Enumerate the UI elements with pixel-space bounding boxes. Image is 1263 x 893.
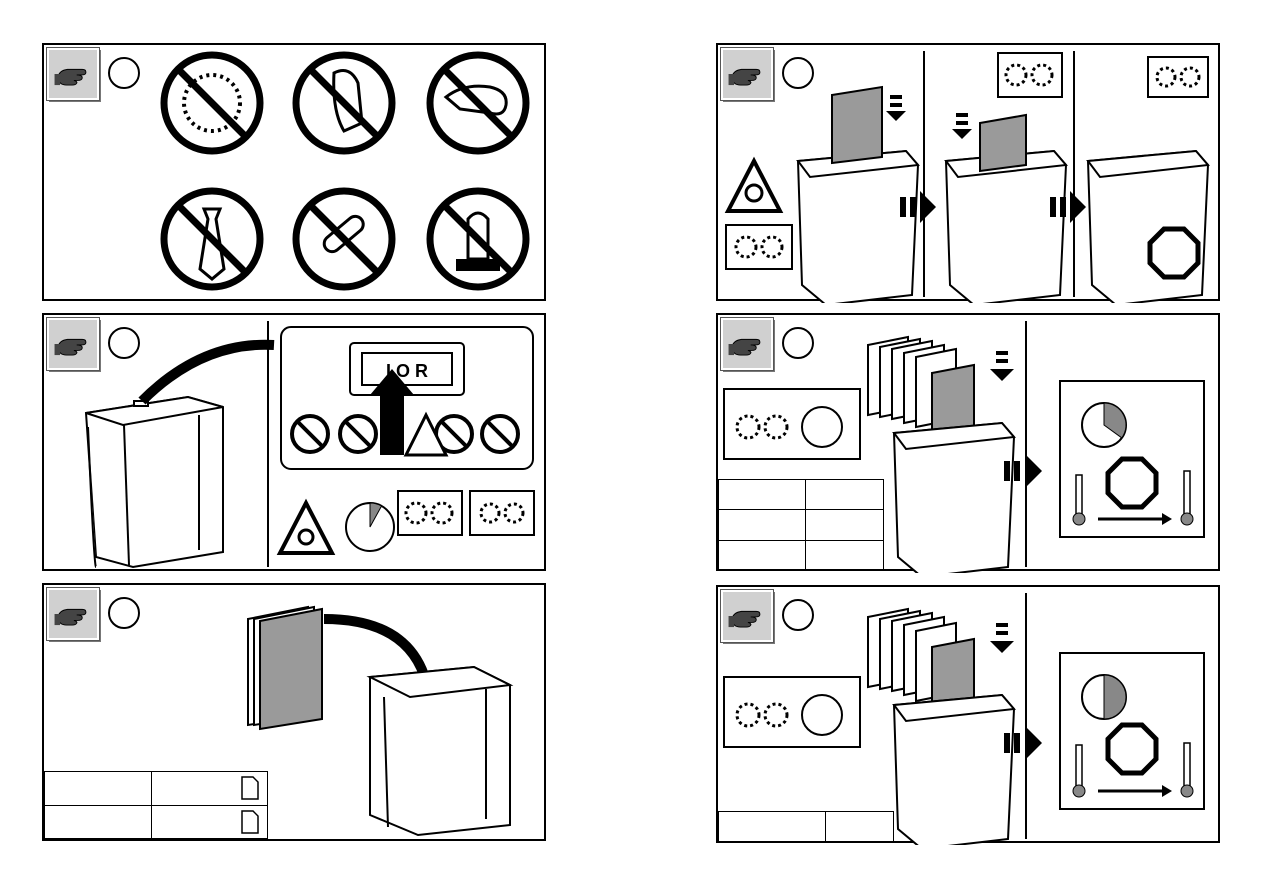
no-glove-icon [430,191,526,287]
shredder-illustration [86,397,223,567]
no-paperclip-icon [296,191,392,287]
panel-continuous-run [716,313,1220,571]
overload-illustration [718,587,1222,845]
no-jewelry-icon [164,55,260,151]
no-hand-icon [430,55,526,151]
stop-octagon-icon [1108,459,1156,507]
prohibition-signs [44,45,548,303]
no-long-hair-icon [296,55,392,151]
no-tie-icon [164,191,260,287]
stop-octagon-icon [1150,229,1198,277]
stop-octagon-icon [1108,725,1156,773]
shredder-illustration [370,667,510,835]
timer-icon [802,695,842,735]
overload-table [718,811,894,843]
shredding-sequence-illustration [718,45,1222,303]
panel-overload [716,585,1220,843]
power-on-illustration: I O R [44,315,548,573]
paper-capacity-table [44,771,268,839]
run-time-table [718,479,884,571]
document-icon [241,810,259,834]
paper-stack [248,607,322,729]
timer-icon [802,407,842,447]
panel-shredding-sequence [716,43,1220,301]
panel-insert-paper [42,583,546,841]
panel-power-on: I O R [42,313,546,571]
panel-safety-warnings [42,43,546,301]
document-icon [241,776,259,800]
